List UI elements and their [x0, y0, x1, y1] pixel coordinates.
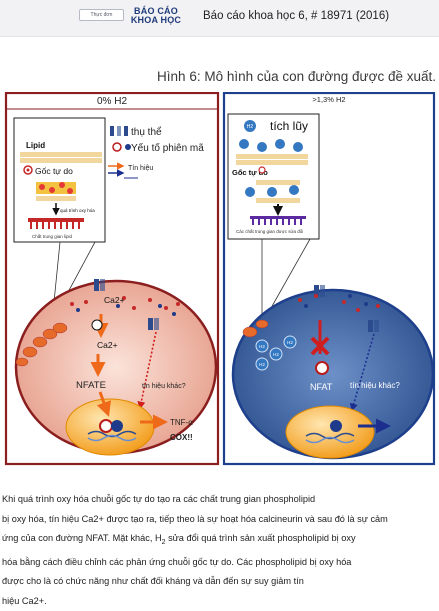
- modified-intermediate-icon: [250, 216, 306, 225]
- svg-text:H2: H2: [259, 344, 265, 349]
- modified-intermediate-label: Các chất trung gian được sửa đổi: [236, 228, 303, 234]
- pathway-figure: 0% H2 Lipid Gốc tự do quá trình oxy hóa: [4, 92, 436, 466]
- oxidation-process-label: quá trình oxy hóa: [60, 208, 95, 213]
- site-header: Thực đơn BÁO CÁO KHOA HỌC Báo cáo khoa h…: [0, 0, 439, 37]
- lipid-callout-box: [13, 117, 106, 243]
- legend: thụ thể Yếu tố phiên mã Tín hiệu: [108, 126, 204, 179]
- radical-label: Gốc tự do: [35, 166, 73, 176]
- cell-h2-molecules: [255, 335, 297, 371]
- accumulation-label: tích lũy: [270, 119, 308, 133]
- journal-logo[interactable]: BÁO CÁO KHOA HỌC: [130, 6, 182, 25]
- h2-molecule-icon: H2: [244, 120, 256, 132]
- membrane-clusters-right: [242, 319, 269, 338]
- signal-arrow-icon: [108, 162, 125, 177]
- cox-label: COX!!: [170, 433, 193, 442]
- extracellular-dots-right: [298, 294, 380, 312]
- svg-text:H2: H2: [247, 124, 254, 130]
- membrane-receptors: [94, 279, 159, 330]
- dna-icon: [305, 432, 355, 444]
- figure-title: Hình 6: Mô hình của con đường được đề xu…: [157, 69, 436, 84]
- other-signal-label-right: tín hiệu khác?: [350, 381, 400, 390]
- svg-text:H2: H2: [259, 362, 265, 367]
- figure-caption: Khi quá trình oxy hóa chuỗi gốc tự do tạ…: [2, 494, 388, 606]
- ca-channel-icon: [91, 319, 103, 331]
- right-panel-header: >1,3% H2: [312, 95, 345, 104]
- ca-bottom-label: Ca2+: [97, 340, 118, 350]
- other-signal-label: tín hiệu khác?: [142, 383, 186, 390]
- tnf-label: TNF-α: [170, 418, 193, 427]
- extracellular-dots-right-blue: [304, 294, 368, 308]
- oxidized-lipid-cluster: [36, 182, 76, 201]
- radical-icon: [23, 165, 33, 175]
- article-reference: Báo cáo khoa học 6, # 18971 (2016): [203, 10, 390, 22]
- legend-receptor: thụ thể: [131, 126, 162, 138]
- lipid-membrane: [20, 152, 102, 163]
- right-nucleus: [285, 405, 375, 459]
- legend-transcription-factor: Yếu tố phiên mã: [131, 142, 204, 154]
- extracellular-dots-blue: [76, 304, 176, 316]
- left-panel: 0% H2 Lipid Gốc tự do quá trình oxy hóa: [4, 92, 220, 466]
- h2-bubbles-callout: [239, 139, 303, 197]
- radical-label-right: Gốc tự do: [232, 168, 268, 177]
- svg-text:H2: H2: [287, 340, 293, 345]
- dna-icon: [87, 430, 137, 442]
- legend-signal: Tín hiệu: [128, 165, 153, 172]
- left-panel-header: 0% H2: [97, 96, 127, 107]
- receptor-icon: [110, 126, 128, 136]
- nfate-label: NFATE: [76, 380, 106, 391]
- svg-text:H2: H2: [273, 352, 279, 357]
- menu-search-box[interactable]: Thực đơn: [79, 9, 124, 21]
- transcription-factor-icon: [112, 142, 131, 152]
- lipid-intermediate-label: Chất trung gian lipid: [32, 234, 73, 239]
- ca-top-label: Ca2+: [104, 295, 125, 305]
- extracellular-dots: [70, 296, 180, 310]
- membrane-clusters: [15, 322, 68, 367]
- block-x-icon: [310, 336, 330, 356]
- membrane-receptors-right: [314, 285, 379, 332]
- lipid-label: Lipid: [26, 141, 45, 150]
- right-panel: >1,3% H2 H2 tích lũy Gốc tự do Các chất …: [222, 92, 436, 466]
- nfat-label: NFAT: [310, 382, 333, 392]
- lipid-intermediate-icon: [28, 218, 84, 229]
